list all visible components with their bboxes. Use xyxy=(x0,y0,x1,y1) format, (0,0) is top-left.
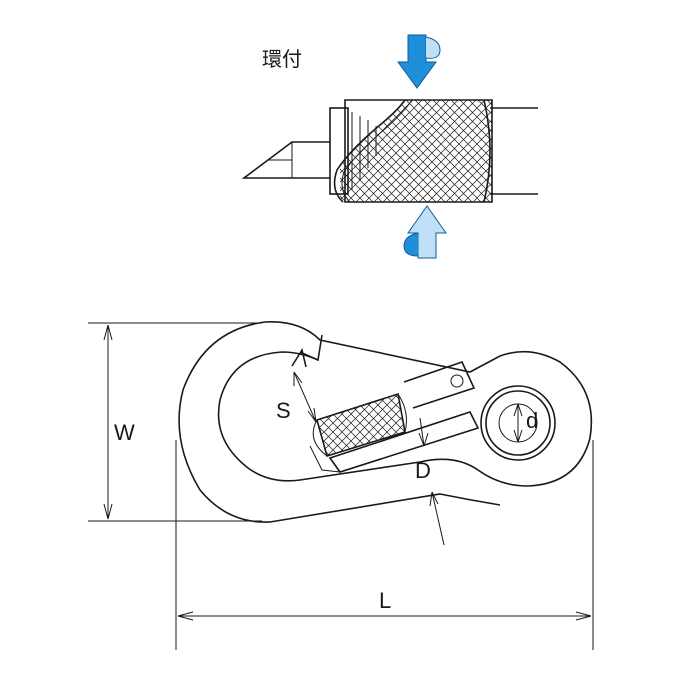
eye-outer xyxy=(480,385,556,461)
gate-pin xyxy=(450,374,464,388)
detail-title: 環付 xyxy=(262,47,302,71)
dimension-w: W xyxy=(88,322,262,522)
dimension-d-small: d xyxy=(513,403,538,443)
dimension-l: L xyxy=(175,440,594,650)
lock-sleeve-detail: 環付 xyxy=(241,34,538,259)
snap-hook: W L S d D xyxy=(88,321,594,650)
dimension-d-large: D xyxy=(415,417,445,546)
dimension-s: S xyxy=(276,371,317,423)
rotate-up-arrow-icon xyxy=(403,205,447,259)
hook-nose xyxy=(291,347,307,368)
dimension-s-label: S xyxy=(276,398,291,423)
dimension-d-large-label: D xyxy=(415,458,431,483)
gate-arm xyxy=(403,361,476,409)
hook-outer-outline xyxy=(178,321,593,523)
dimension-d-small-label: d xyxy=(526,408,538,433)
gate-body xyxy=(329,107,349,195)
dimension-l-label: L xyxy=(379,588,391,613)
gate-plate xyxy=(328,411,480,473)
dimension-w-label: W xyxy=(114,420,135,445)
rotate-down-arrow-icon xyxy=(397,34,441,89)
eye-inner xyxy=(485,390,551,456)
